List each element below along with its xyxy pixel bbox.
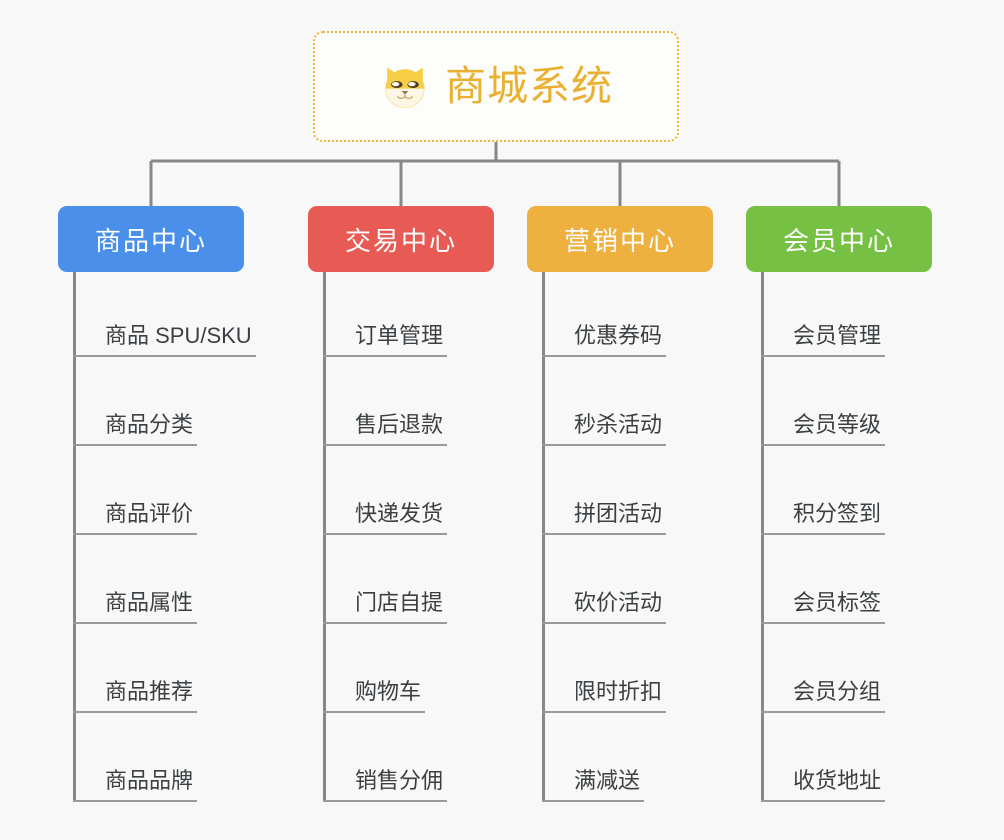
leaf-item[interactable]: 售后退款: [323, 402, 448, 446]
leaf-item-label: 拼团活动: [542, 499, 667, 535]
leaf-item-label: 门店自提: [323, 588, 448, 624]
category-header-label: 会员中心: [782, 225, 895, 256]
root-title: 商城系统: [445, 63, 613, 109]
leaf-item-label: 商品分类: [73, 410, 198, 446]
column-spine-member-center: [761, 272, 764, 800]
leaf-item[interactable]: 会员标签: [761, 580, 886, 624]
category-header-product-center[interactable]: 商品中心: [58, 206, 244, 272]
leaf-item[interactable]: 商品属性: [73, 580, 198, 624]
leaf-item[interactable]: 会员分组: [761, 669, 886, 713]
leaf-item-label: 会员等级: [761, 410, 886, 446]
leaf-item[interactable]: 会员管理: [761, 313, 886, 357]
leaf-item[interactable]: 积分签到: [761, 491, 886, 535]
shiba-dog-face-icon: [385, 67, 425, 108]
category-header-label: 商品中心: [94, 225, 207, 256]
leaf-item[interactable]: 满减送: [542, 758, 645, 802]
leaf-item-label: 销售分佣: [323, 766, 448, 802]
column-spine-trade-center: [323, 272, 326, 800]
leaf-item-label: 积分签到: [761, 499, 886, 535]
leaf-item-label: 快递发货: [323, 499, 448, 535]
category-header-marketing-center[interactable]: 营销中心: [527, 206, 713, 272]
leaf-item-label: 优惠券码: [542, 321, 667, 357]
root-node[interactable]: 商城系统: [313, 31, 679, 142]
leaf-item-label: 会员管理: [761, 321, 886, 357]
leaf-item[interactable]: 商品推荐: [73, 669, 198, 713]
leaf-item-label: 商品属性: [73, 588, 198, 624]
leaf-item[interactable]: 会员等级: [761, 402, 886, 446]
category-header-label: 交易中心: [344, 225, 457, 256]
leaf-item-label: 秒杀活动: [542, 410, 667, 446]
leaf-item[interactable]: 商品 SPU/SKU: [73, 313, 256, 357]
leaf-item-label: 收货地址: [761, 766, 886, 802]
category-header-trade-center[interactable]: 交易中心: [308, 206, 494, 272]
leaf-item[interactable]: 收货地址: [761, 758, 886, 802]
leaf-item[interactable]: 商品评价: [73, 491, 198, 535]
leaf-item-label: 限时折扣: [542, 677, 667, 713]
leaf-item[interactable]: 限时折扣: [542, 669, 667, 713]
leaf-item[interactable]: 砍价活动: [542, 580, 667, 624]
leaf-item[interactable]: 订单管理: [323, 313, 448, 357]
category-header-label: 营销中心: [563, 225, 676, 256]
leaf-item-label: 订单管理: [323, 321, 448, 357]
leaf-item[interactable]: 商品分类: [73, 402, 198, 446]
category-header-member-center[interactable]: 会员中心: [746, 206, 932, 272]
leaf-item[interactable]: 优惠券码: [542, 313, 667, 357]
leaf-item[interactable]: 门店自提: [323, 580, 448, 624]
column-spine-product-center: [73, 272, 76, 800]
leaf-item-label: 售后退款: [323, 410, 448, 446]
leaf-item-label: 会员标签: [761, 588, 886, 624]
leaf-item-label: 商品 SPU/SKU: [73, 321, 256, 357]
leaf-item[interactable]: 秒杀活动: [542, 402, 667, 446]
leaf-item[interactable]: 快递发货: [323, 491, 448, 535]
column-spine-marketing-center: [542, 272, 545, 800]
leaf-item-label: 商品推荐: [73, 677, 198, 713]
leaf-item[interactable]: 拼团活动: [542, 491, 667, 535]
leaf-item[interactable]: 购物车: [323, 669, 426, 713]
leaf-item-label: 商品评价: [73, 499, 198, 535]
leaf-item-label: 砍价活动: [542, 588, 667, 624]
leaf-item-label: 购物车: [323, 677, 426, 713]
leaf-item[interactable]: 商品品牌: [73, 758, 198, 802]
leaf-item-label: 商品品牌: [73, 766, 198, 802]
leaf-item-label: 会员分组: [761, 677, 886, 713]
leaf-item[interactable]: 销售分佣: [323, 758, 448, 802]
leaf-item-label: 满减送: [542, 766, 645, 802]
